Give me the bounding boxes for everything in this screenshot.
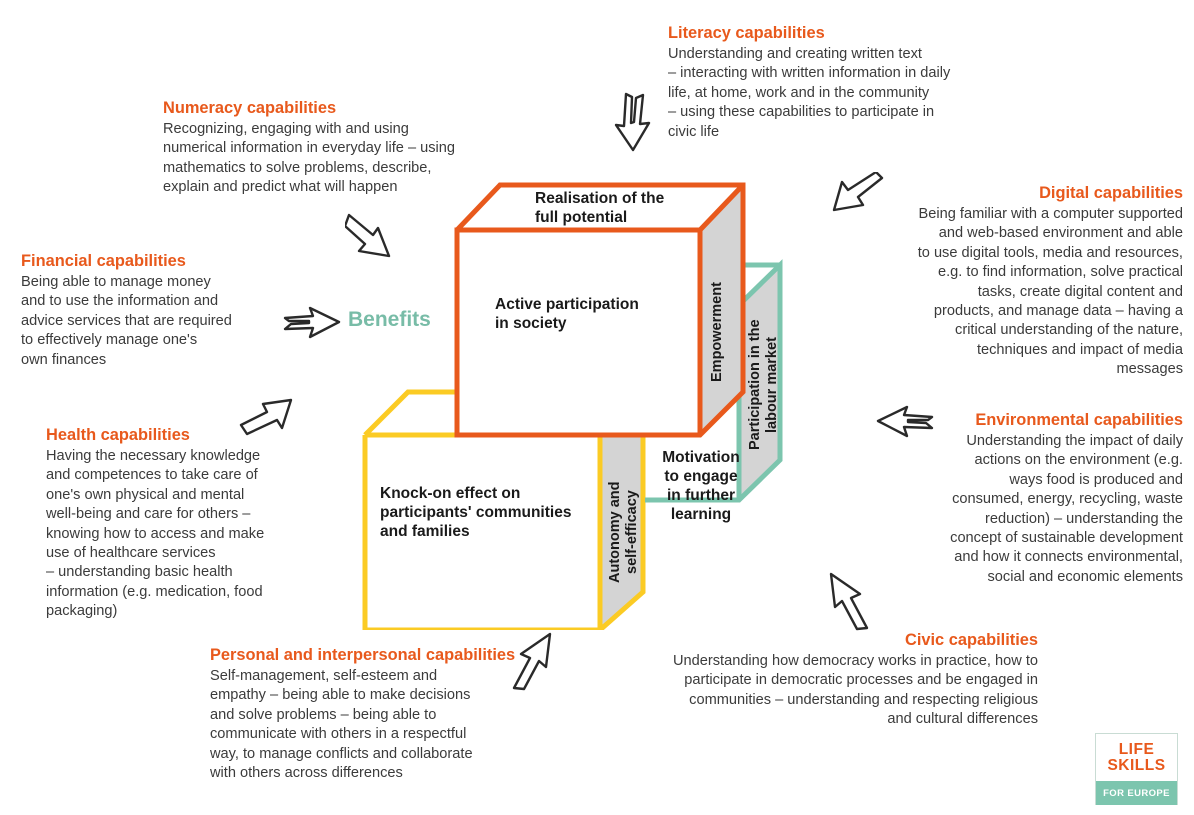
capability-block-environmental: Environmental capabilities Understanding… bbox=[858, 410, 1183, 587]
capability-body-literacy: Understanding and creating written text … bbox=[668, 46, 951, 140]
capability-body-environmental: Understanding the impact of daily action… bbox=[950, 433, 1183, 585]
arrow-down-literacy bbox=[612, 92, 656, 154]
cube-teal-side-fill bbox=[739, 265, 780, 500]
capability-body-health: Having the necessary knowledge and compe… bbox=[46, 448, 265, 620]
capability-block-health: Health capabilities Having the necessary… bbox=[46, 425, 311, 622]
capability-title-numeracy: Numeracy capabilities bbox=[163, 99, 337, 117]
benefits-cube: Realisation of the full potential Active… bbox=[335, 160, 865, 630]
arrow-left-environmental bbox=[875, 398, 935, 442]
cube-label-active-participation: Active participation in society bbox=[495, 296, 639, 332]
capability-block-digital: Digital capabilities Being familiar with… bbox=[858, 183, 1183, 380]
arrow-diagonal-personal bbox=[508, 630, 558, 692]
arrow-right-financial bbox=[283, 300, 343, 344]
cube-label-top-face: Realisation of the full potential bbox=[535, 190, 665, 226]
capability-title-financial: Financial capabilities bbox=[21, 252, 186, 270]
cube-upper-top-right-edge bbox=[698, 183, 745, 232]
cube-label-knock-on-effect: Knock-on effect on participants' communi… bbox=[380, 485, 572, 540]
cube-label-labour-market: Participation in the labour market bbox=[747, 319, 780, 451]
capability-body-financial: Being able to manage money and to use th… bbox=[21, 274, 232, 368]
life-skills-for-europe-logo: LIFE SKILLS FOR EUROPE bbox=[1095, 733, 1178, 805]
capability-block-financial: Financial capabilities Being able to man… bbox=[21, 251, 271, 370]
logo-top: LIFE SKILLS bbox=[1096, 734, 1177, 781]
cube-upper-outline bbox=[454, 182, 746, 438]
capability-title-health: Health capabilities bbox=[46, 426, 190, 444]
cube-graphic bbox=[362, 182, 783, 630]
arrow-diagonal-digital bbox=[828, 172, 886, 226]
capability-block-civic: Civic capabilities Understanding how dem… bbox=[608, 630, 1038, 730]
benefits-label: Benefits bbox=[348, 308, 431, 331]
arrow-diagonal-health bbox=[237, 390, 295, 440]
capability-block-numeracy: Numeracy capabilities Recognizing, engag… bbox=[163, 98, 508, 198]
capability-body-civic: Understanding how democracy works in pra… bbox=[672, 653, 1038, 728]
cube-lower-side-fill bbox=[600, 392, 643, 630]
cube-upper-side-fill bbox=[700, 185, 743, 435]
arrow-diagonal-numeracy bbox=[345, 205, 403, 267]
capability-block-literacy: Literacy capabilities Understanding and … bbox=[668, 23, 1008, 142]
logo-line-2: SKILLS bbox=[1107, 756, 1166, 774]
capability-title-civic: Civic capabilities bbox=[904, 631, 1038, 649]
cube-upper-front-fill bbox=[457, 230, 700, 435]
logo-line-1: LIFE bbox=[1118, 741, 1155, 758]
cube-label-empowerment: Empowerment bbox=[709, 282, 725, 382]
cube-upper-top-fill bbox=[457, 185, 743, 230]
capability-title-personal: Personal and interpersonal capabilities bbox=[210, 646, 516, 664]
cube-label-motivation: Motivation to engage in further learning bbox=[662, 449, 740, 523]
capability-title-literacy: Literacy capabilities bbox=[668, 24, 825, 42]
cube-label-autonomy-self-efficacy: Autonomy and self-efficacy bbox=[607, 481, 640, 583]
cube-lower-right-edge bbox=[598, 392, 646, 630]
capability-title-digital: Digital capabilities bbox=[1039, 184, 1183, 202]
capability-block-personal: Personal and interpersonal capabilities … bbox=[210, 645, 535, 783]
capability-body-digital: Being familiar with a computer supported… bbox=[917, 206, 1183, 378]
cube-lower-front-fill bbox=[365, 435, 600, 630]
capability-body-numeracy: Recognizing, engaging with and using num… bbox=[163, 121, 456, 196]
capability-body-personal: Self-management, self-esteem and empathy… bbox=[210, 668, 473, 782]
capability-title-environmental: Environmental capabilities bbox=[975, 411, 1183, 429]
logo-bottom: FOR EUROPE bbox=[1096, 781, 1177, 805]
arrow-diagonal-civic bbox=[823, 570, 875, 632]
